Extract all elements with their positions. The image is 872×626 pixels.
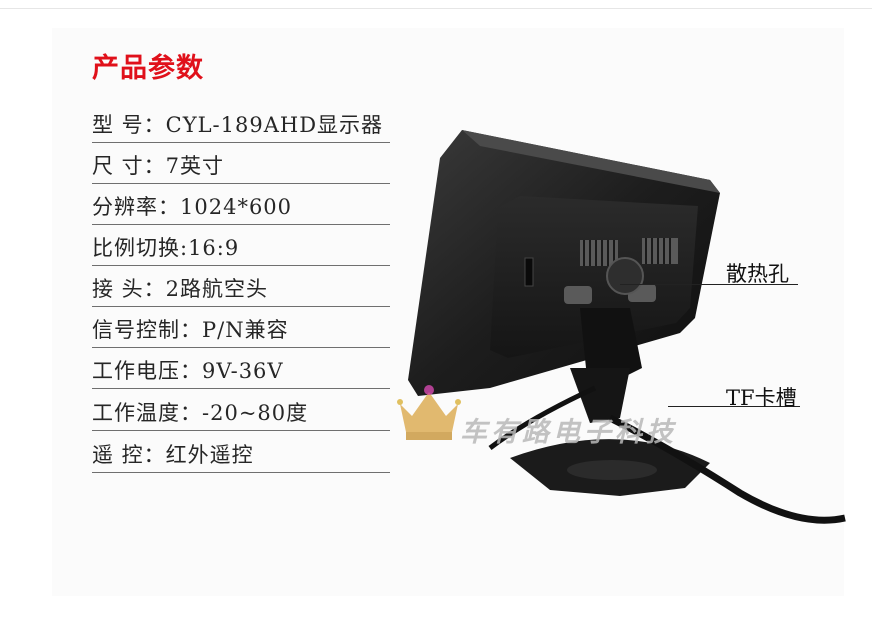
monitor-product-image (408, 130, 846, 524)
spec-row-voltage: 工作电压：9V-36V (92, 346, 390, 389)
spec-text: 尺 寸：7英寸 (92, 154, 225, 178)
vent-callout-line (620, 284, 798, 285)
spec-row-connector: 接 头：2路航空头 (92, 264, 390, 307)
spec-text: 接 头：2路航空头 (92, 277, 269, 301)
spec-text: 型 号：CYL-189AHD显示器 (92, 113, 384, 137)
spec-row-remote: 遥 控：红外遥控 (92, 430, 390, 473)
section-title: 产品参数 (92, 53, 204, 84)
spec-row-signal: 信号控制：P/N兼容 (92, 305, 390, 348)
watermark-text: 车有路电子科技 (460, 417, 677, 448)
spec-row-temperature: 工作温度：-20~80度 (92, 388, 390, 431)
spec-text: 信号控制：P/N兼容 (92, 318, 289, 342)
spec-row-aspect: 比例切换:16:9 (92, 223, 390, 266)
tf-label: TF卡槽 (726, 386, 797, 410)
spec-text: 比例切换:16:9 (92, 236, 240, 260)
crown-logo-icon (397, 385, 461, 440)
tf-callout-line (668, 406, 800, 407)
vent-label: 散热孔 (726, 262, 789, 286)
spec-text: 工作电压：9V-36V (92, 359, 284, 383)
spec-row-model: 型 号：CYL-189AHD显示器 (92, 100, 390, 143)
spec-row-size: 尺 寸：7英寸 (92, 141, 390, 184)
spec-text: 遥 控：红外遥控 (92, 443, 254, 467)
spec-text: 分辨率：1024*600 (92, 195, 293, 219)
top-divider (0, 8, 872, 9)
spec-text: 工作温度：-20~80度 (92, 401, 309, 425)
spec-row-resolution: 分辨率：1024*600 (92, 182, 390, 225)
